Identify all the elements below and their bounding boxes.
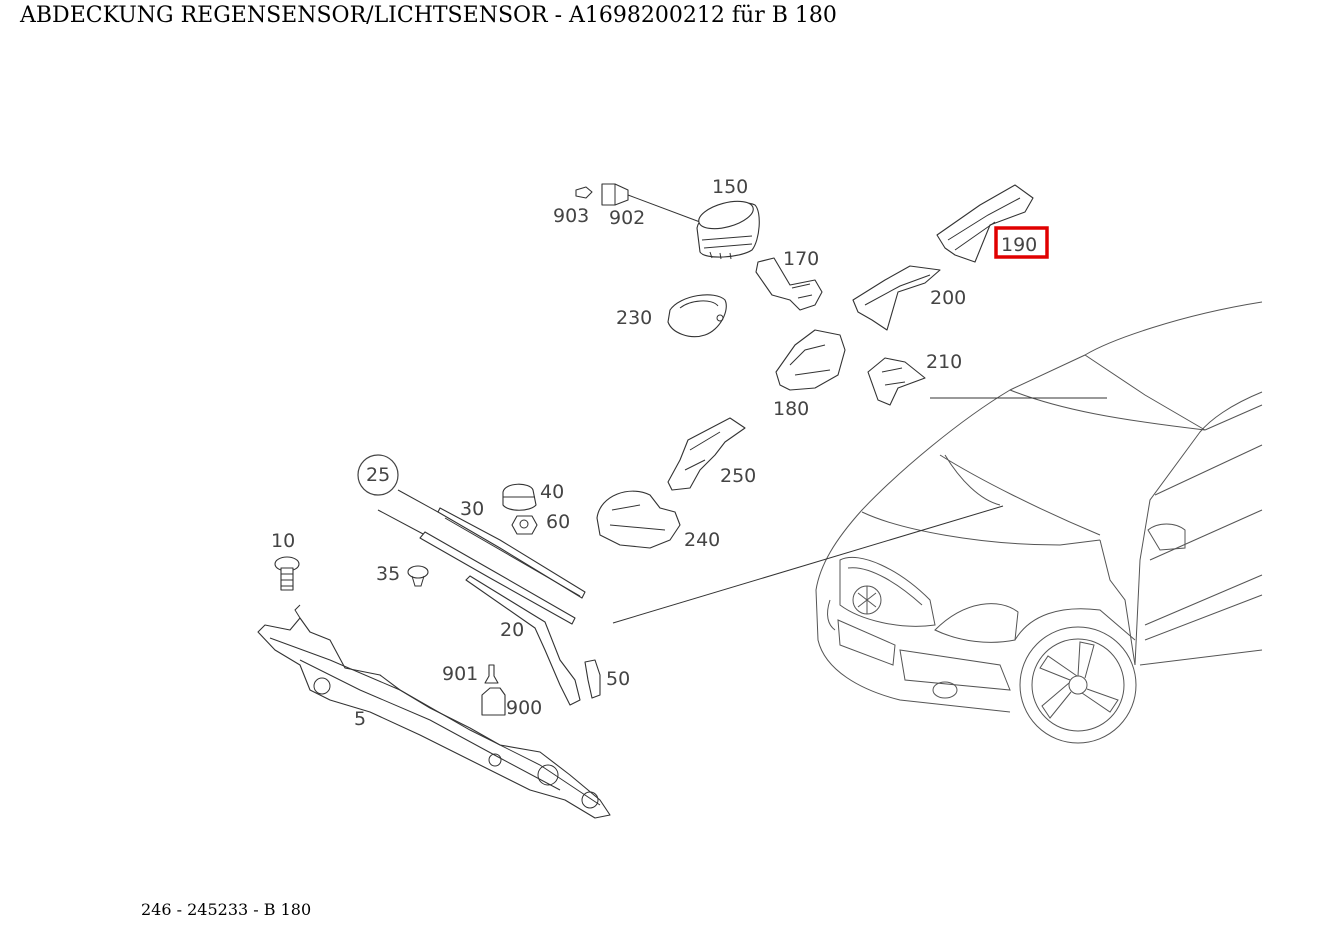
callout-240[interactable]: 240 bbox=[684, 529, 720, 551]
leader-lines bbox=[377, 194, 1107, 624]
callout-150[interactable]: 150 bbox=[712, 176, 748, 198]
page-title: ABDECKUNG REGENSENSOR/LICHTSENSOR - A169… bbox=[20, 3, 837, 28]
part-10[interactable] bbox=[274, 556, 300, 591]
part-190[interactable] bbox=[936, 184, 1034, 263]
callout-50[interactable]: 50 bbox=[606, 668, 630, 690]
callout-230[interactable]: 230 bbox=[616, 307, 652, 329]
callout-35[interactable]: 35 bbox=[376, 563, 400, 585]
highlight-box-190 bbox=[994, 226, 1049, 259]
callout-902[interactable]: 902 bbox=[609, 207, 645, 229]
callout-190[interactable]: 190 bbox=[1001, 234, 1037, 256]
part-240[interactable] bbox=[596, 490, 681, 549]
callout-40[interactable]: 40 bbox=[540, 481, 564, 503]
callout-903[interactable]: 903 bbox=[553, 205, 589, 227]
part-902[interactable] bbox=[601, 183, 629, 206]
part-40[interactable] bbox=[502, 483, 537, 511]
car-illustration bbox=[815, 301, 1263, 744]
callout-60[interactable]: 60 bbox=[546, 511, 570, 533]
callout-25-circle bbox=[357, 454, 399, 496]
callout-170[interactable]: 170 bbox=[783, 248, 819, 270]
part-60[interactable] bbox=[511, 515, 538, 535]
footer-model-code: 246 - 245233 - B 180 bbox=[141, 900, 312, 919]
part-150[interactable] bbox=[696, 196, 760, 260]
callout-30[interactable]: 30 bbox=[460, 498, 484, 520]
part-901[interactable] bbox=[484, 664, 499, 684]
callout-210[interactable]: 210 bbox=[926, 351, 962, 373]
callout-20[interactable]: 20 bbox=[500, 619, 524, 641]
part-5[interactable] bbox=[257, 604, 611, 819]
part-900[interactable] bbox=[481, 687, 506, 716]
callout-900[interactable]: 900 bbox=[506, 697, 542, 719]
part-20[interactable] bbox=[419, 531, 581, 706]
part-250[interactable] bbox=[667, 417, 746, 491]
callout-25[interactable]: 25 bbox=[366, 464, 390, 486]
part-30[interactable] bbox=[437, 507, 586, 599]
part-50[interactable] bbox=[584, 659, 601, 699]
part-35[interactable] bbox=[407, 565, 429, 587]
part-210[interactable] bbox=[867, 357, 926, 406]
part-230[interactable] bbox=[667, 294, 727, 338]
part-170[interactable] bbox=[755, 257, 823, 311]
callout-200[interactable]: 200 bbox=[930, 287, 966, 309]
callout-901[interactable]: 901 bbox=[442, 663, 478, 685]
part-180[interactable] bbox=[775, 329, 846, 391]
callout-5[interactable]: 5 bbox=[354, 708, 366, 730]
part-200[interactable] bbox=[852, 265, 941, 331]
callout-250[interactable]: 250 bbox=[720, 465, 756, 487]
callout-180[interactable]: 180 bbox=[773, 398, 809, 420]
callout-labels: 150 903 902 170 190 200 230 210 180 250 … bbox=[271, 176, 1037, 730]
callout-10[interactable]: 10 bbox=[271, 530, 295, 552]
part-903[interactable] bbox=[575, 186, 593, 199]
